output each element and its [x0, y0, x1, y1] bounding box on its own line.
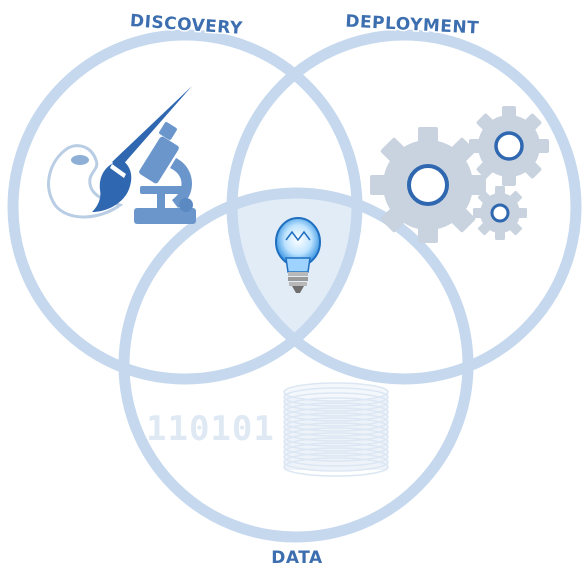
database-disk [283, 417, 389, 437]
database-disk [283, 432, 389, 452]
microscope-icon [134, 122, 196, 224]
database-disk [283, 397, 389, 417]
data-label: DATA [271, 548, 323, 568]
gear-icon-medium [469, 106, 549, 186]
database-disk [283, 437, 389, 457]
database-disk [283, 402, 389, 422]
paintbrush-icon [92, 86, 192, 212]
database-disk [283, 412, 389, 432]
database-disk [283, 457, 389, 477]
binary-text: 110101 [146, 409, 275, 449]
database-icon [283, 382, 389, 477]
database-disk [283, 407, 389, 427]
database-disk [283, 422, 389, 442]
database-disk [283, 447, 389, 467]
database-disk [283, 387, 389, 407]
database-disk [283, 392, 389, 412]
data-circle [118, 187, 474, 543]
database-disk [283, 442, 389, 462]
gear-icon-small [473, 186, 527, 240]
database-disk [283, 382, 389, 402]
database-disk [283, 427, 389, 447]
gear-icon-large [370, 127, 486, 243]
database-disk [283, 452, 389, 472]
lightbulb-icon [275, 217, 321, 293]
